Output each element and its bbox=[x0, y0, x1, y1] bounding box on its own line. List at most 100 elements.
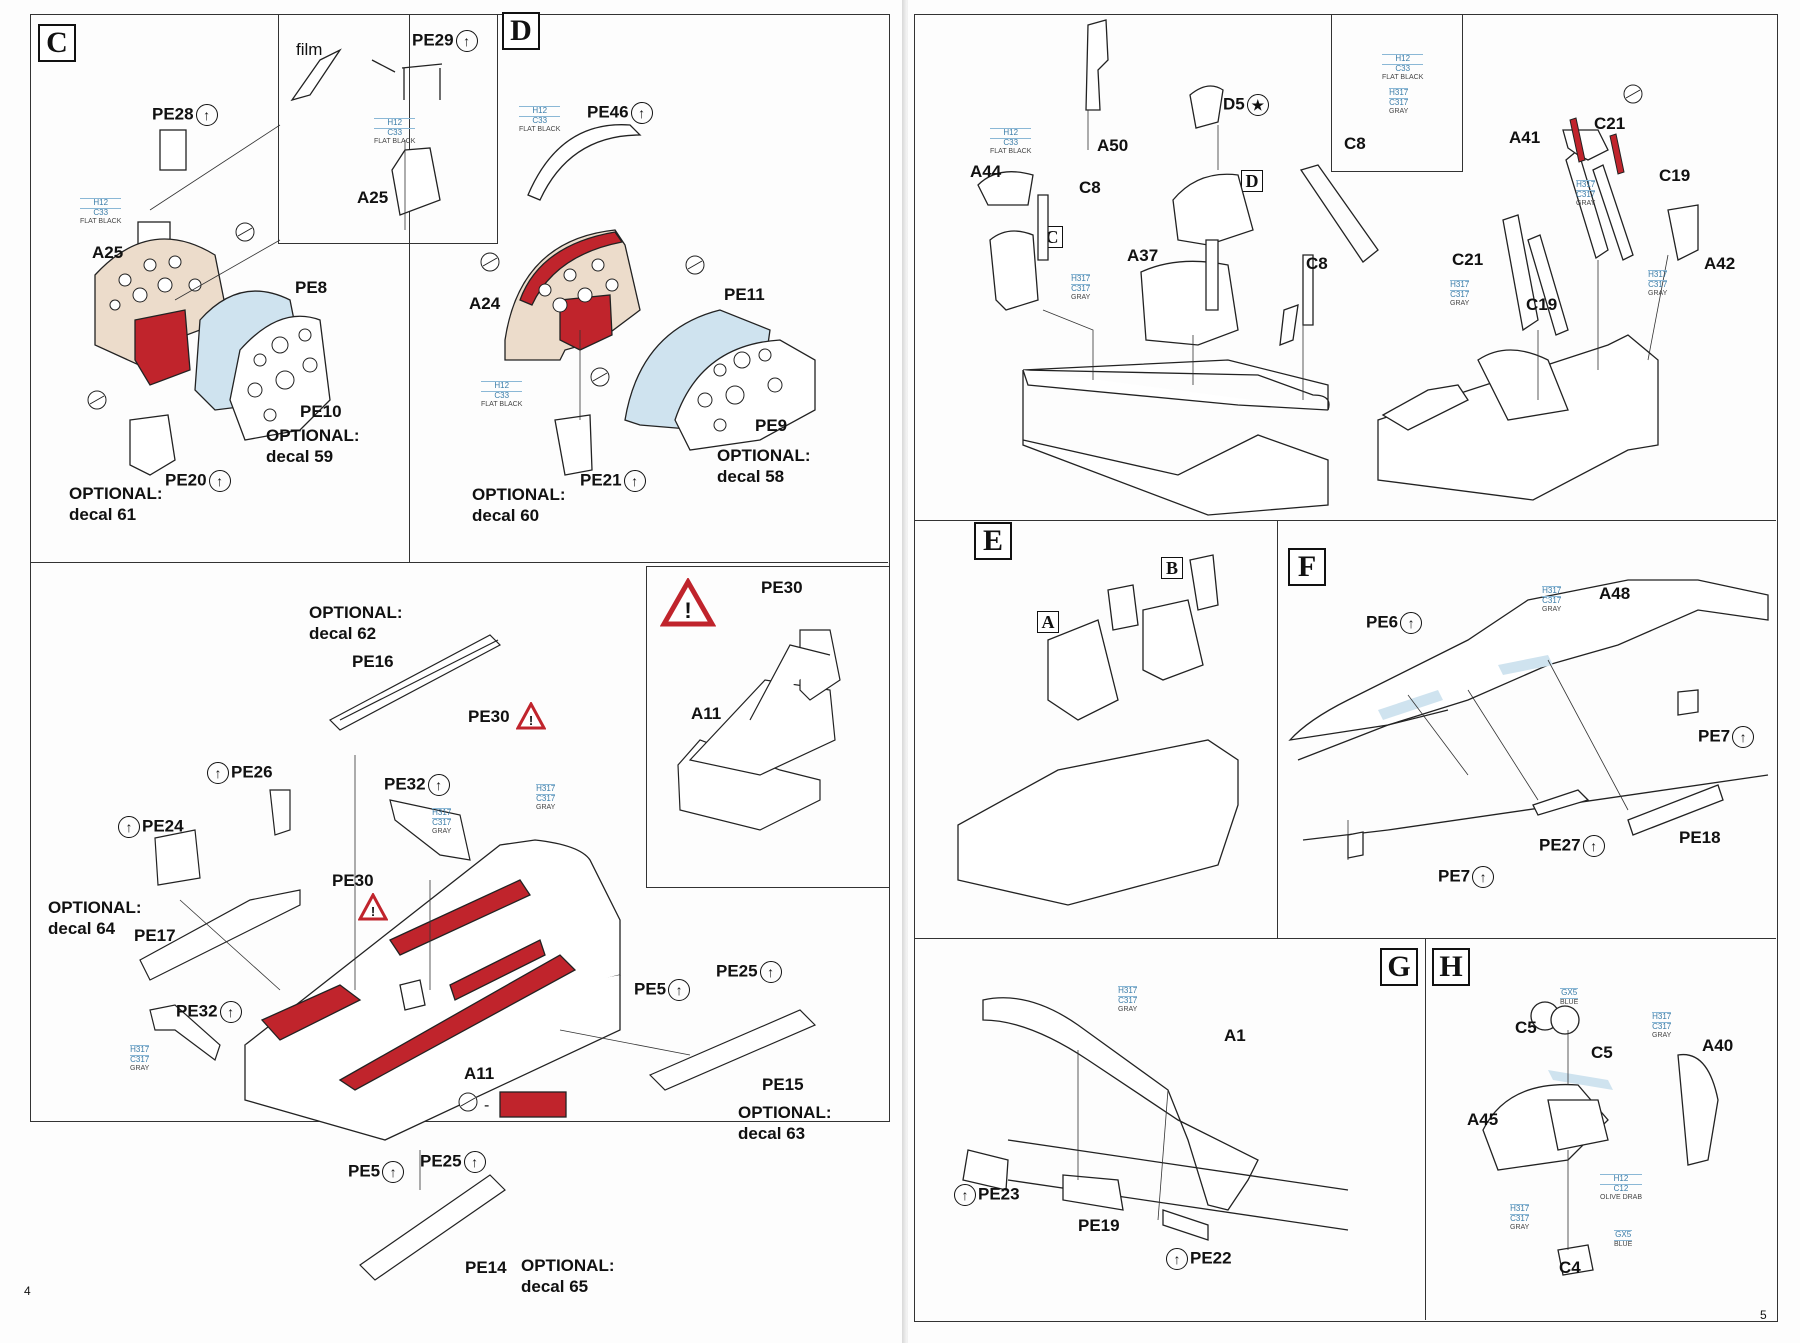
paint-name: GRAY bbox=[1648, 289, 1668, 297]
paint-code: H317 bbox=[1118, 986, 1138, 997]
part-label: D5 bbox=[1223, 94, 1245, 114]
part-label: C4 bbox=[1559, 1258, 1581, 1277]
paint-name: GRAY bbox=[1118, 1005, 1138, 1013]
paint-code: H12 bbox=[80, 198, 122, 209]
part-label: PE5↑ bbox=[634, 979, 692, 1001]
paint-code: C33 bbox=[387, 127, 403, 137]
part-label: A25 bbox=[357, 188, 389, 207]
paint-code: H12 bbox=[990, 128, 1032, 139]
decal-label: decal 65 bbox=[521, 1277, 589, 1296]
part-label: PE29↑ bbox=[412, 30, 480, 52]
optional-label: OPTIONAL: bbox=[717, 446, 811, 465]
up-arrow-circle-icon: ↑ bbox=[759, 961, 782, 983]
decal-label: decal 61 bbox=[69, 505, 137, 524]
part-label: PE28↑ bbox=[152, 104, 220, 126]
step-letter: C bbox=[38, 24, 76, 62]
part-label: PE32↑ bbox=[384, 774, 452, 796]
paint-name: GRAY bbox=[1071, 293, 1091, 301]
part-label: PE32 bbox=[384, 774, 426, 794]
paint-code: H317 bbox=[130, 1045, 150, 1056]
paint-code: C317 bbox=[1450, 289, 1470, 299]
paint-name: FLAT BLACK bbox=[990, 147, 1032, 155]
part-label: C19 bbox=[1526, 295, 1558, 314]
part-label: PE14 bbox=[465, 1258, 507, 1277]
part-label: PE30 bbox=[468, 707, 510, 726]
part-label: ↑PE23 bbox=[952, 1184, 1020, 1206]
paint-code: H317 bbox=[1510, 1204, 1530, 1215]
paint-code: C317 bbox=[1576, 189, 1596, 199]
step-letter: G bbox=[1380, 948, 1418, 986]
part-label: PE21 bbox=[580, 470, 622, 490]
part-label: PE46 bbox=[587, 102, 629, 122]
part-label: PE7 bbox=[1698, 726, 1731, 746]
up-arrow-circle-icon: ↑ bbox=[1166, 1248, 1188, 1270]
part-label: ↑PE24 bbox=[116, 816, 184, 838]
optional-label: OPTIONAL: bbox=[266, 426, 360, 445]
paint-code: C317 bbox=[1652, 1021, 1672, 1031]
part-label: C5 bbox=[1591, 1043, 1613, 1062]
up-arrow-circle-icon: ↑ bbox=[382, 1161, 405, 1183]
paint-code: H317 bbox=[536, 784, 556, 795]
part-label: PE5↑ bbox=[348, 1161, 406, 1183]
paint-code: C317 bbox=[536, 793, 556, 803]
part-label: C21 bbox=[1452, 250, 1484, 269]
paint-code: C33 bbox=[494, 390, 510, 400]
step-letter: D bbox=[502, 12, 540, 50]
paint-code: C317 bbox=[130, 1054, 150, 1064]
up-arrow-circle-icon: ↑ bbox=[1472, 866, 1495, 888]
part-label: PE27 bbox=[1539, 835, 1581, 855]
inset-frame bbox=[646, 566, 890, 888]
part-label: PE10 bbox=[300, 402, 342, 421]
part-label: A41 bbox=[1509, 128, 1541, 147]
up-arrow-circle-icon: ↑ bbox=[954, 1184, 976, 1206]
optional-label: OPTIONAL: bbox=[521, 1256, 615, 1275]
paint-code: H317 bbox=[1450, 280, 1470, 291]
paint-name: GRAY bbox=[432, 827, 452, 835]
inset-frame bbox=[278, 14, 498, 244]
part-label: A37 bbox=[1127, 246, 1159, 265]
page-number: 5 bbox=[1760, 1308, 1767, 1322]
part-label: PE7↑ bbox=[1698, 726, 1756, 748]
part-label: C8 bbox=[1344, 134, 1366, 153]
part-label: A45 bbox=[1467, 1110, 1499, 1129]
assembly-drawings bbox=[957, 19, 1769, 1276]
page-number: 4 bbox=[24, 1284, 31, 1298]
part-label: A11 bbox=[464, 1064, 495, 1083]
svg-text:!: ! bbox=[371, 904, 375, 919]
part-label: A50 bbox=[1097, 136, 1129, 155]
decal-label: decal 58 bbox=[717, 467, 785, 486]
part-label: PE25↑ bbox=[716, 961, 784, 983]
divider bbox=[30, 562, 888, 563]
part-label: PE22 bbox=[1190, 1248, 1232, 1268]
up-arrow-circle-icon: ↑ bbox=[455, 30, 478, 52]
paint-code: H12 bbox=[1382, 54, 1424, 65]
paint-name: FLAT BLACK bbox=[519, 125, 561, 133]
svg-text:!: ! bbox=[529, 713, 533, 728]
paint-code: C317 bbox=[1510, 1213, 1530, 1223]
paint-name: GRAY bbox=[1576, 199, 1596, 207]
paint-code: C317 bbox=[432, 817, 452, 827]
part-label: PE28 bbox=[152, 104, 194, 124]
part-label: PE30 bbox=[761, 578, 803, 597]
up-arrow-circle-icon: ↑ bbox=[668, 979, 691, 1001]
up-arrow-circle-icon: ↑ bbox=[219, 1001, 242, 1023]
paint-code: H317 bbox=[432, 808, 452, 819]
part-label: ↑PE22 bbox=[1164, 1248, 1232, 1270]
paint-name: GRAY bbox=[1510, 1223, 1530, 1231]
optional-label: OPTIONAL: bbox=[309, 603, 403, 622]
paint-name: FLAT BLACK bbox=[1382, 73, 1424, 81]
part-label: A48 bbox=[1599, 584, 1631, 603]
part-label: A40 bbox=[1702, 1036, 1734, 1055]
paint-name: FLAT BLACK bbox=[80, 217, 122, 225]
part-label: C21 bbox=[1594, 114, 1626, 133]
paint-name: OLIVE DRAB bbox=[1600, 1193, 1643, 1201]
